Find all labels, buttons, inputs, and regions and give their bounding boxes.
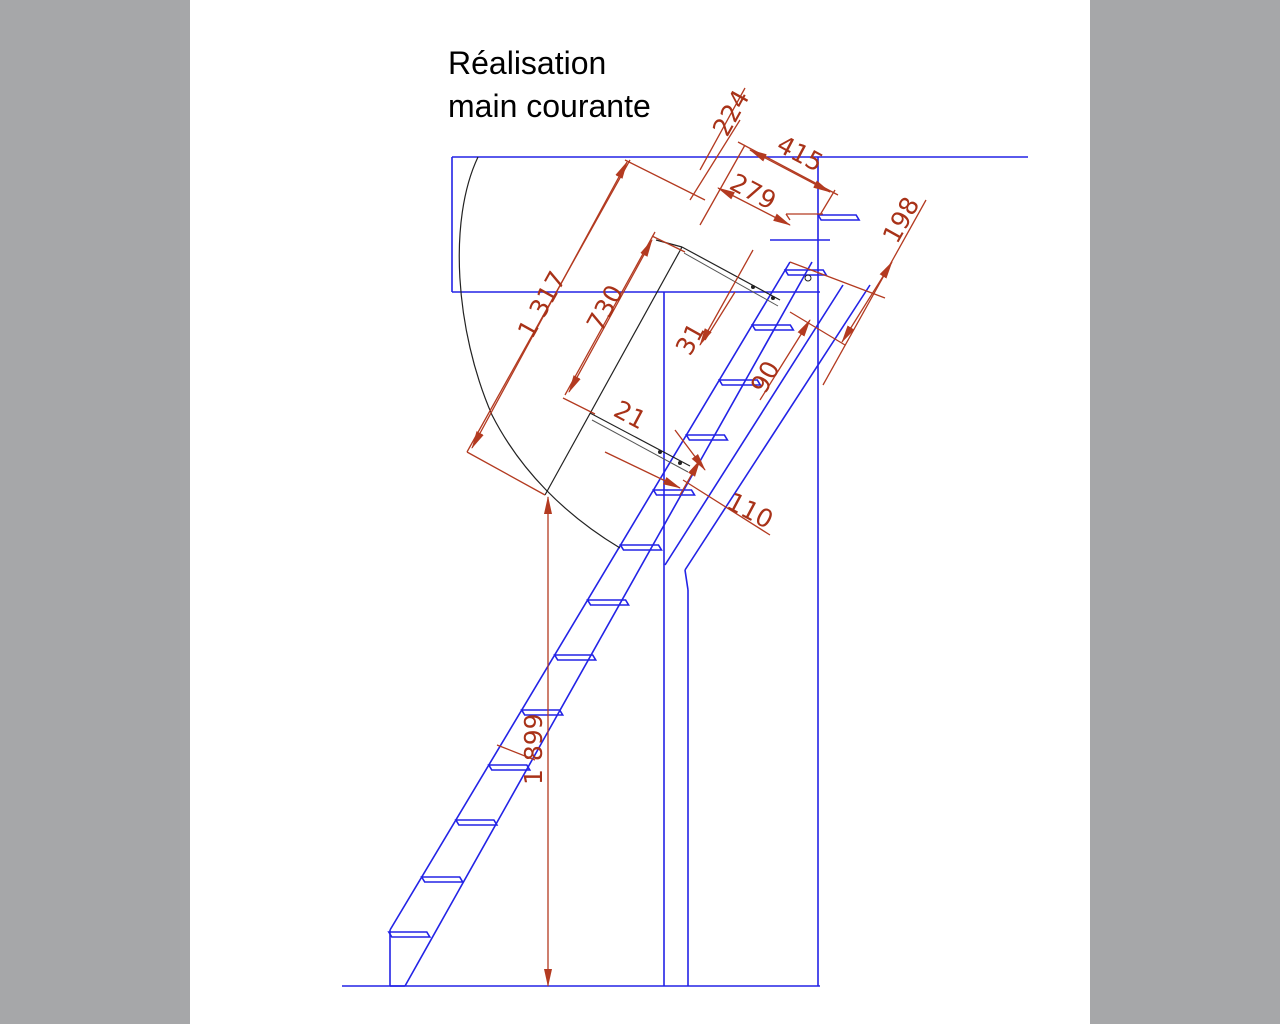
stringer-front (389, 261, 791, 931)
dim-label-279: 279 (725, 168, 781, 216)
ladder-tread (652, 489, 696, 496)
ladder-tread (684, 434, 729, 441)
dim-label-31: 31 (670, 318, 711, 360)
dim-730-ext-bottom (562, 397, 596, 415)
ladder-treads (387, 214, 861, 938)
dim-label-415: 415 (772, 130, 828, 178)
dim-31-arrow-a (699, 249, 754, 346)
dim-730-ext-top (651, 235, 686, 253)
dim-110-ext (682, 479, 771, 536)
hinge-pin (804, 274, 812, 282)
dim-224-line (689, 119, 741, 201)
ladder-tread (420, 876, 465, 883)
ladder-tread (387, 931, 432, 938)
dim-1317-arrow (471, 161, 628, 449)
handrail-line-1 (664, 284, 844, 566)
ladder-tread (487, 764, 532, 771)
dim-1317-ext-bottom (466, 451, 546, 496)
handrail-line-2 (684, 284, 871, 571)
dim-label-90: 90 (745, 356, 786, 398)
ladder-tread (750, 324, 795, 331)
dim-198-arrow (841, 261, 893, 343)
title-line-1: Réalisation (448, 45, 606, 81)
dim-224-ext (699, 87, 746, 171)
ladder-tread (553, 654, 598, 661)
ladder-tread (717, 379, 762, 386)
dim-label-110: 110 (722, 487, 778, 535)
dim-label-1317: 1 317 (512, 266, 572, 343)
frame-top-stub (655, 239, 683, 248)
dim-415-ext-left (699, 144, 746, 226)
trapdoor-swing-arc (458, 156, 621, 549)
bolt-1 (751, 285, 755, 289)
frame-top-rail-inner (683, 252, 779, 307)
dim-21-arrow (604, 451, 681, 489)
ladder-tread (816, 214, 861, 221)
bolt-4 (678, 461, 682, 465)
dim-1899-leader (496, 744, 536, 761)
bolt-3 (658, 450, 662, 454)
dim-110-arrow (679, 459, 701, 496)
ladder-tread (586, 599, 631, 606)
dim-1317-ext-top (624, 159, 706, 201)
title-line-2: main courante (448, 88, 651, 124)
arc-path (458, 156, 621, 549)
dimension-lines (466, 87, 927, 987)
bolt-2 (771, 296, 775, 300)
ladder-stringers (389, 239, 830, 987)
dim-label-21: 21 (609, 395, 651, 436)
frame-top-rail (681, 246, 781, 301)
dim-198-ext-bottom (789, 311, 846, 346)
dim-730-arrow (568, 239, 653, 393)
dim-label-1899: 1 899 (519, 713, 548, 785)
dim-label-224: 224 (707, 85, 755, 141)
handrail (664, 284, 871, 986)
dim-279-ref-tick (785, 213, 791, 221)
ladder-tread (619, 544, 663, 551)
dim-279-arrow (717, 187, 791, 226)
dim-415-ext-right (819, 189, 836, 216)
dim-label-198: 198 (877, 192, 925, 248)
dim-31-body (704, 291, 736, 341)
handrail-bend (684, 569, 689, 591)
dim-415-arrow (749, 149, 831, 193)
dim-90-arrow (759, 319, 811, 401)
dim-label-730: 730 (581, 280, 629, 336)
stringer-back (404, 261, 813, 987)
ladder-tread (454, 819, 499, 826)
